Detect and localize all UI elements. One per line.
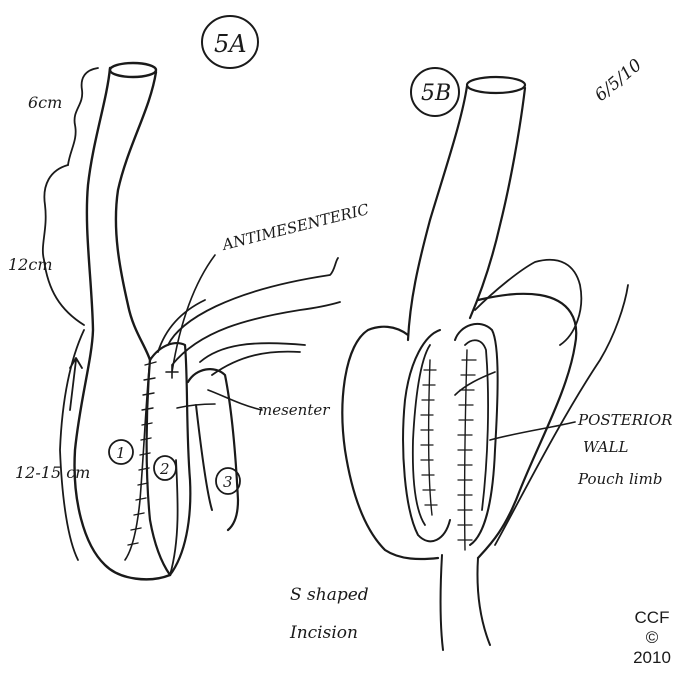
limb-3-number: 3 [223, 473, 233, 491]
mesentery-line-3 [199, 342, 306, 363]
limb-1-number: 1 [116, 444, 126, 462]
bowel-right-wall [114, 70, 158, 362]
mesentery-pointer [207, 389, 263, 411]
antimesenteric-tick [165, 365, 179, 379]
caption-line-1: S shaped [290, 585, 369, 605]
pouch-inner-right-limb-2 [464, 339, 489, 511]
label-12-15cm: 12-15 cm [15, 463, 90, 482]
label-6cm: 6cm [28, 93, 62, 112]
pouch-inner-left-limb [402, 329, 451, 543]
pouch-top-opening [465, 75, 527, 95]
pouch-bowel-left [406, 84, 469, 342]
limb-1-right-wall [145, 358, 172, 577]
credit-line-1: CCF [634, 608, 670, 627]
pouch-bowel-right [468, 86, 527, 320]
mesentery-flap [157, 299, 206, 353]
arrow-up [69, 357, 83, 411]
label-posterior-1: POSTERIOR [577, 411, 672, 429]
limb-2 [148, 342, 192, 577]
pouch-mesentery [474, 258, 583, 346]
date-note: 6/5/10 [591, 55, 646, 106]
panel-5b-label: 5B [421, 81, 451, 106]
pouch-mesentery-long [494, 284, 629, 546]
pouch-outer-right [476, 292, 578, 560]
pouch-suture-line-right [463, 349, 468, 551]
mesentery-line-4 [211, 350, 301, 376]
label-antimesenteric: ANTIMESENTERIC [219, 200, 372, 254]
pouch-outer [341, 325, 440, 561]
limb-1-circle [108, 439, 134, 465]
mesentery-line-1 [167, 257, 339, 346]
pouch-stem-left [439, 554, 444, 651]
pouch-suture-line-left [427, 359, 433, 516]
label-posterior-2: WALL [583, 438, 628, 456]
figure-5b: 5B [341, 67, 672, 651]
limb-1-suture-ticks [127, 361, 157, 546]
caption-line-2: Incision [289, 623, 358, 643]
copyright-credit: CCF © 2010 [622, 608, 682, 668]
limb-2-circle [153, 455, 177, 481]
bowel-left-wall [73, 66, 172, 581]
panel-5a-label: 5A [214, 30, 247, 58]
limb-3-circle [215, 467, 241, 495]
limb-3 [186, 368, 240, 532]
pouch-inner-curve [454, 371, 496, 396]
bowel-top-opening [108, 61, 158, 79]
bracket-12-15cm [59, 329, 85, 561]
credit-line-2: © [645, 628, 659, 647]
panel-5b-circle [410, 67, 460, 117]
limb-3-left [195, 404, 213, 511]
label-12cm: 12cm [8, 255, 53, 274]
limb-2-inner [169, 459, 179, 576]
pouch-stem-right [476, 557, 491, 646]
pouch-suture-ticks [420, 359, 477, 541]
panel-5a-circle [201, 15, 259, 69]
pouch-inner-left-limb-2 [411, 344, 431, 526]
bracket-6cm [67, 67, 99, 166]
label-12-15cm-text: 12-15 cm [15, 463, 90, 482]
posterior-pointer [489, 421, 576, 441]
bracket-12cm [41, 164, 85, 326]
mesentery-line-5 [176, 403, 216, 409]
mesentery-line-2 [171, 301, 341, 366]
label-posterior-3: Pouch limb [577, 470, 662, 488]
limb-2-number: 2 [159, 460, 170, 478]
antimesenteric-pointer [171, 254, 216, 373]
label-mesenter: mesenter [258, 401, 330, 419]
figure-5a: 5A [8, 15, 372, 643]
credit-line-3: 2010 [633, 648, 671, 667]
pouch-inner-right-limb [454, 322, 499, 546]
